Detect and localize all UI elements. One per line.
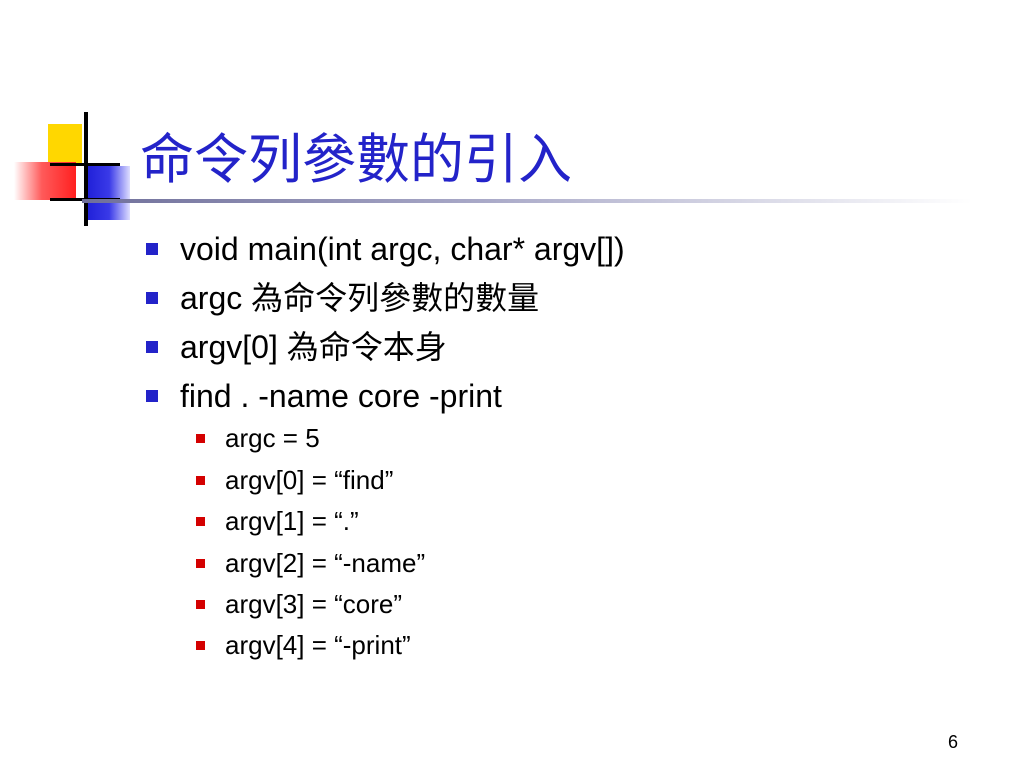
list-item-cjk-text: 為命令列參數的數量 [251, 279, 540, 317]
title-underline [82, 199, 972, 203]
decoration-horizontal-line-top [50, 163, 120, 166]
decoration-red-square [14, 162, 76, 200]
slide-title: 命令列參數的引入 [140, 128, 572, 191]
list-item-text: find . -name core -print [180, 378, 502, 414]
sub-list-item: argv[4] = “-print” [225, 630, 411, 660]
sub-bullet-marker [196, 517, 205, 526]
bullet-marker [146, 292, 158, 304]
bullet-marker [146, 243, 158, 255]
decoration-vertical-line [84, 112, 88, 226]
sub-bullet-marker [196, 641, 205, 650]
sub-list-item: argv[0] = “find” [225, 465, 394, 495]
list-item-text: void main(int argc, char* argv[]) [180, 231, 625, 267]
page-number: 6 [948, 732, 959, 752]
sub-list-item: argv[2] = “-name” [225, 548, 426, 578]
title-decoration [0, 0, 160, 240]
sub-bullet-marker [196, 434, 205, 443]
sub-list-item: argv[3] = “core” [225, 589, 403, 619]
decoration-blue-square [84, 166, 130, 220]
list-item: void main(int argc, char* argv[]) [180, 227, 625, 271]
list-item-text: argc [180, 280, 252, 316]
sub-list-item: argv[1] = “.” [225, 506, 359, 536]
decoration-yellow-square [48, 124, 82, 164]
list-item-cjk-text: 為命令本身 [286, 328, 447, 366]
bullet-marker [146, 341, 158, 353]
list-item: find . -name core -print [180, 374, 502, 418]
bullet-marker [146, 390, 158, 402]
list-item: argc 為命令列參數的數量 [180, 276, 539, 320]
list-item-text: argv[0] [180, 329, 287, 365]
sub-bullet-marker [196, 559, 205, 568]
sub-list-item: argc = 5 [225, 423, 320, 453]
sub-bullet-marker [196, 600, 205, 609]
sub-bullet-marker [196, 476, 205, 485]
list-item: argv[0] 為命令本身 [180, 325, 447, 369]
